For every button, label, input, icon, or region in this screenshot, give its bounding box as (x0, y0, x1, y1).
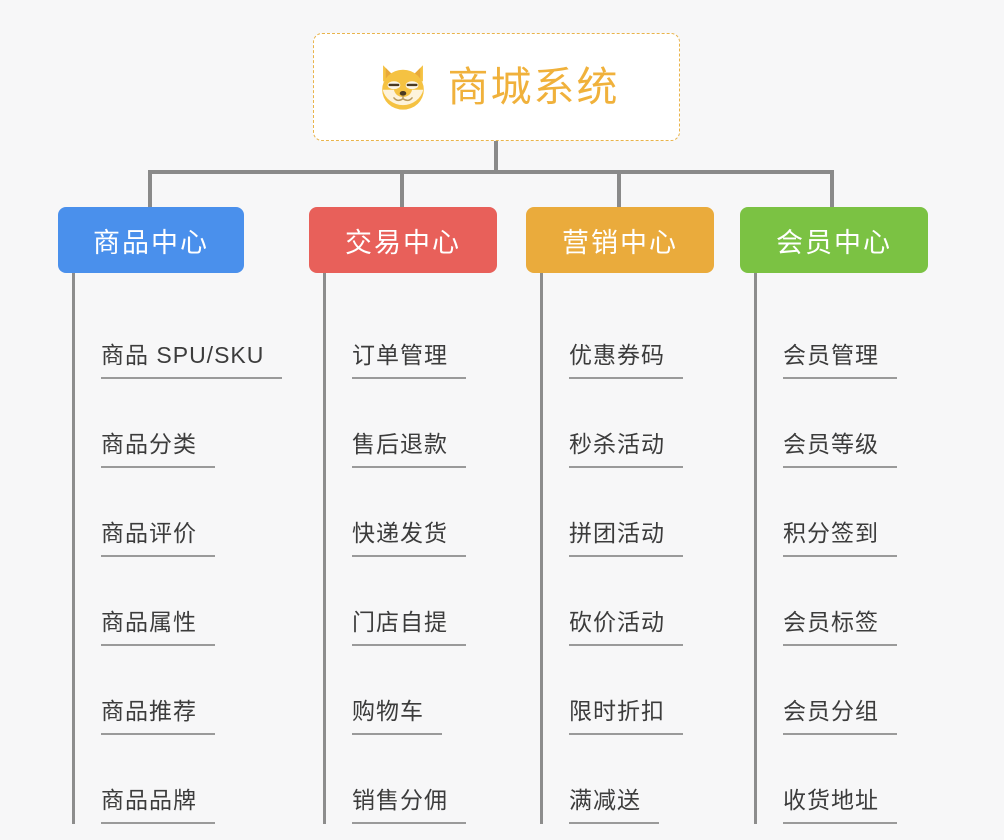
leaf-item[interactable]: 拼团活动 (543, 468, 756, 557)
leaf-item[interactable]: 订单管理 (326, 290, 539, 379)
leaf-item[interactable]: 满减送 (543, 735, 756, 824)
leaf-item-label: 会员分组 (783, 692, 897, 735)
leaf-item[interactable]: 优惠券码 (543, 290, 756, 379)
leaf-item-label: 商品品牌 (101, 781, 215, 824)
category-header-label-3: 会员中心 (776, 227, 892, 258)
leaf-item-label: 收货地址 (783, 781, 897, 824)
leaf-item[interactable]: 销售分佣 (326, 735, 539, 824)
leaf-item-label: 商品属性 (101, 603, 215, 646)
category-header-label-2: 营销中心 (562, 227, 678, 258)
connector-drop-2 (617, 170, 621, 207)
leaf-item-label: 订单管理 (352, 336, 466, 379)
leaf-item-label: 商品推荐 (101, 692, 215, 735)
leaf-item-label: 会员标签 (783, 603, 897, 646)
leaf-item-label: 商品 SPU/SKU (101, 336, 283, 379)
leaf-item[interactable]: 会员分组 (757, 646, 970, 735)
leaf-item-label: 积分签到 (783, 514, 897, 557)
connector-root-stub (494, 141, 498, 173)
connector-drop-3 (830, 170, 834, 207)
leaf-item[interactable]: 商品品牌 (75, 735, 288, 824)
connector-horizontal-bar (148, 170, 834, 174)
leaf-item-label: 售后退款 (352, 425, 466, 468)
leaf-item-label: 优惠券码 (569, 336, 683, 379)
connector-drop-1 (400, 170, 404, 207)
leaf-list-0: 商品 SPU/SKU 商品分类 商品评价 商品属性 商品推荐 商品品牌 (72, 273, 288, 824)
shiba-dog-icon (381, 65, 424, 110)
leaf-item[interactable]: 限时折扣 (543, 646, 756, 735)
leaf-item-label: 砍价活动 (569, 603, 683, 646)
leaf-item-label: 门店自提 (352, 603, 466, 646)
leaf-item[interactable]: 门店自提 (326, 557, 539, 646)
branch-column-0: 商品中心 商品 SPU/SKU 商品分类 商品评价 商品属性 商品推荐 商品品牌 (58, 207, 288, 824)
leaf-item[interactable]: 商品属性 (75, 557, 288, 646)
branch-column-2: 营销中心 优惠券码 秒杀活动 拼团活动 砍价活动 限时折扣 满减送 (526, 207, 756, 824)
category-header-3[interactable]: 会员中心 (740, 207, 928, 273)
leaf-item[interactable]: 会员等级 (757, 379, 970, 468)
leaf-item-label: 会员管理 (783, 336, 897, 379)
category-header-2[interactable]: 营销中心 (526, 207, 714, 273)
leaf-item-label: 快递发货 (352, 514, 466, 557)
leaf-item-label: 会员等级 (783, 425, 897, 468)
branch-column-3: 会员中心 会员管理 会员等级 积分签到 会员标签 会员分组 收货地址 (740, 207, 970, 824)
root-node-title: 商城系统 (447, 63, 620, 110)
leaf-item[interactable]: 商品评价 (75, 468, 288, 557)
leaf-list-2: 优惠券码 秒杀活动 拼团活动 砍价活动 限时折扣 满减送 (540, 273, 756, 824)
leaf-list-3: 会员管理 会员等级 积分签到 会员标签 会员分组 收货地址 (754, 273, 970, 824)
branch-column-1: 交易中心 订单管理 售后退款 快递发货 门店自提 购物车 销售分佣 (309, 207, 539, 824)
leaf-item[interactable]: 商品 SPU/SKU (75, 290, 288, 379)
category-header-0[interactable]: 商品中心 (58, 207, 244, 273)
root-node[interactable]: 商城系统 (313, 33, 680, 141)
leaf-item[interactable]: 会员管理 (757, 290, 970, 379)
leaf-item-label: 满减送 (569, 781, 659, 824)
leaf-item[interactable]: 商品推荐 (75, 646, 288, 735)
leaf-item[interactable]: 快递发货 (326, 468, 539, 557)
leaf-item[interactable]: 收货地址 (757, 735, 970, 824)
connector-drop-0 (148, 170, 152, 207)
leaf-list-1: 订单管理 售后退款 快递发货 门店自提 购物车 销售分佣 (323, 273, 539, 824)
category-header-label-0: 商品中心 (93, 227, 209, 258)
leaf-item-label: 秒杀活动 (569, 425, 683, 468)
leaf-item-label: 商品分类 (101, 425, 215, 468)
leaf-item-label: 商品评价 (101, 514, 215, 557)
leaf-item[interactable]: 会员标签 (757, 557, 970, 646)
leaf-item[interactable]: 砍价活动 (543, 557, 756, 646)
leaf-item[interactable]: 积分签到 (757, 468, 970, 557)
leaf-item-label: 销售分佣 (352, 781, 466, 824)
category-header-label-1: 交易中心 (345, 227, 461, 258)
category-header-1[interactable]: 交易中心 (309, 207, 497, 273)
leaf-item-label: 限时折扣 (569, 692, 683, 735)
leaf-item[interactable]: 购物车 (326, 646, 539, 735)
leaf-item[interactable]: 商品分类 (75, 379, 288, 468)
leaf-item-label: 拼团活动 (569, 514, 683, 557)
root-node-content: 商城系统 (374, 58, 620, 116)
leaf-item-label: 购物车 (352, 692, 442, 735)
leaf-item[interactable]: 秒杀活动 (543, 379, 756, 468)
leaf-item[interactable]: 售后退款 (326, 379, 539, 468)
